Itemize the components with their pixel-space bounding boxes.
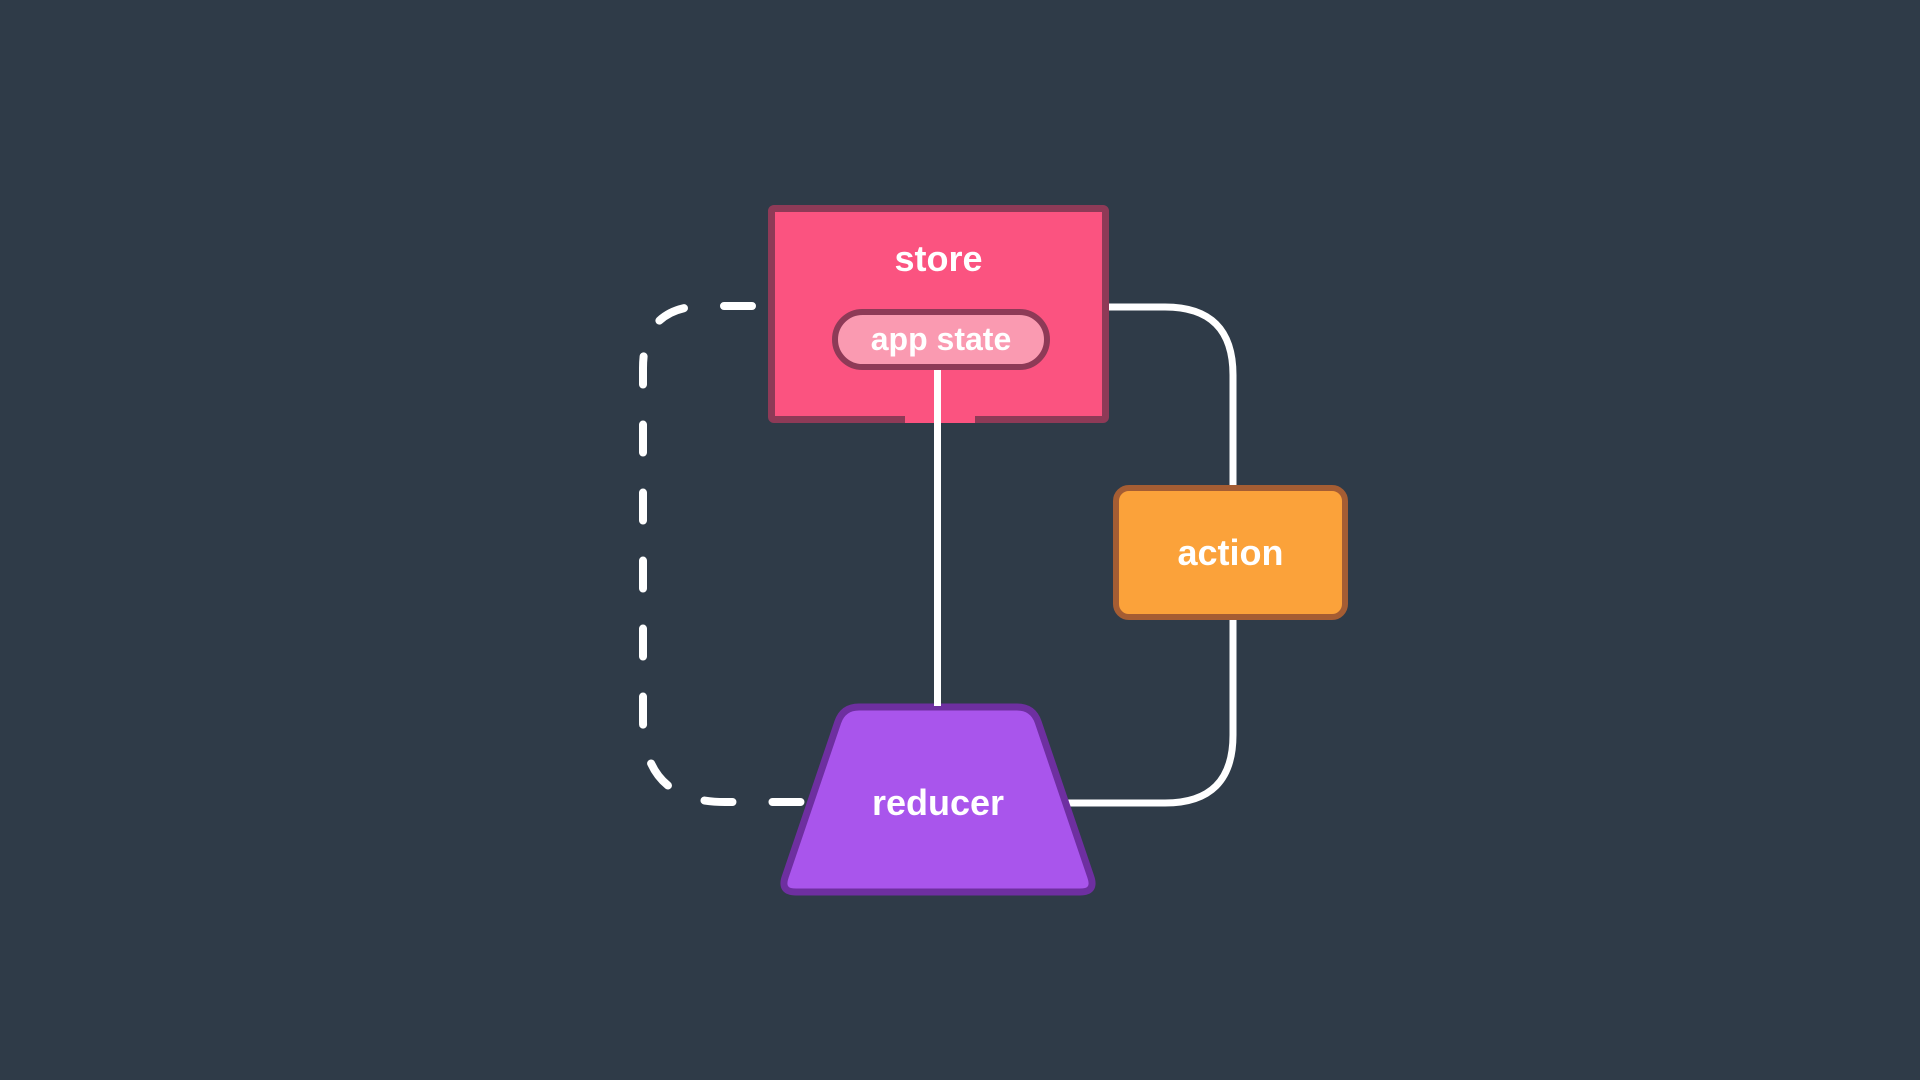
store-node-label: store [894,238,983,279]
action-node: action [1113,485,1348,620]
reducer-node-label: reducer [871,782,1005,823]
state-to-reducer-line [934,368,941,706]
action-node-label: action [1177,531,1284,573]
app-state-badge: app state [832,309,1050,370]
app-state-label: app state [870,321,1012,357]
dispatch-loop-dashed-line [639,302,834,806]
reducer-node [780,703,1096,896]
